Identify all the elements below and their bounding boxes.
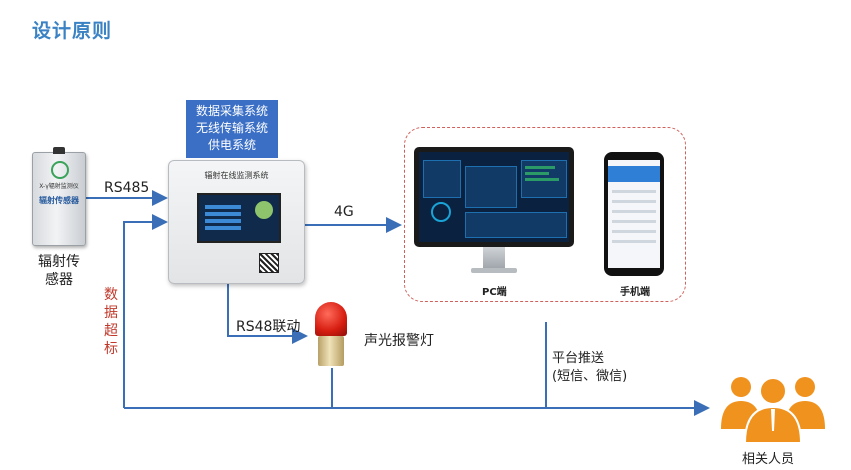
mobile-client-label: 手机端 <box>620 287 650 298</box>
mobile-screen <box>608 160 660 268</box>
dashboard-panel-left <box>423 160 461 198</box>
mobile-screen-header <box>608 166 660 182</box>
data-exceed-char-2: 据 <box>104 305 118 321</box>
4g-label: 4G <box>334 204 354 220</box>
pc-monitor <box>414 147 574 247</box>
pc-client-label: PC端 <box>482 287 507 298</box>
platform-push-line2: (短信、微信) <box>552 369 628 384</box>
device-screen-bars <box>205 205 241 231</box>
platform-push-line1: 平台推送 <box>552 351 605 366</box>
mobile-row-3 <box>612 210 656 213</box>
sensor-cap <box>53 147 65 154</box>
dashboard-ring-gauge <box>431 202 451 222</box>
pc-monitor-stand <box>483 247 505 269</box>
people-group-icon <box>721 377 825 444</box>
data-exceed-char-1: 数 <box>104 287 118 303</box>
client-group <box>404 127 686 302</box>
mobile-row-1 <box>612 190 656 193</box>
sensor-small-text: X-γ辐射监测仪 <box>39 183 79 190</box>
page-title: 设计原则 <box>32 20 113 42</box>
dashboard-bar-2 <box>525 172 549 175</box>
dashboard-map-panel <box>465 166 517 208</box>
rs48-link-label: RS48联动 <box>236 319 301 335</box>
device-screen <box>197 193 281 243</box>
data-exceed-label: 数 据 超 标 <box>104 286 120 358</box>
rs48-link-line <box>227 283 308 344</box>
qr-code-icon <box>259 253 279 273</box>
alarm-light-icon <box>312 302 350 366</box>
sensor-label-line1: 辐射传 <box>38 254 80 270</box>
info-line-power: 供电系统 <box>207 138 256 152</box>
monitoring-device: 辐射在线监测系统 <box>168 160 305 284</box>
dashboard-bar-1 <box>525 166 555 169</box>
platform-push-label: 平台推送 (短信、微信) <box>552 350 627 386</box>
device-title: 辐射在线监测系统 <box>204 171 269 180</box>
info-line-wireless: 无线传输系统 <box>195 121 268 135</box>
mobile-row-4 <box>612 220 656 223</box>
data-exceed-char-3: 超 <box>104 323 118 339</box>
sensor-label: 辐射传 感器 <box>34 253 84 289</box>
device-screen-tree-icon <box>255 201 273 219</box>
radiation-sensor-device: X-γ辐射监测仪 辐射传感器 <box>32 147 86 246</box>
dashboard-bar-3 <box>525 178 559 181</box>
data-exceed-line <box>123 214 168 408</box>
people-label: 相关人员 <box>742 452 795 467</box>
mobile-row-5 <box>612 230 656 233</box>
system-info-box: 数据采集系统 无线传输系统 供电系统 <box>186 100 278 158</box>
info-line-data-collection: 数据采集系统 <box>195 104 268 118</box>
mobile-phone <box>604 152 664 276</box>
mobile-row-2 <box>612 200 656 203</box>
alarm-light-body <box>318 336 344 366</box>
data-exceed-char-4: 标 <box>104 341 118 357</box>
alarm-light-dome <box>315 302 347 336</box>
sensor-logo-icon <box>51 161 69 179</box>
mobile-row-6 <box>612 240 656 243</box>
pc-monitor-base <box>471 268 517 273</box>
sensor-label-line2: 感器 <box>45 272 73 288</box>
dashboard-panel-bottom <box>465 212 567 238</box>
sensor-device-text: 辐射传感器 <box>39 196 79 205</box>
pc-dashboard-screen <box>419 152 569 242</box>
rs485-label: RS485 <box>104 180 150 196</box>
alarm-label: 声光报警灯 <box>364 333 434 349</box>
